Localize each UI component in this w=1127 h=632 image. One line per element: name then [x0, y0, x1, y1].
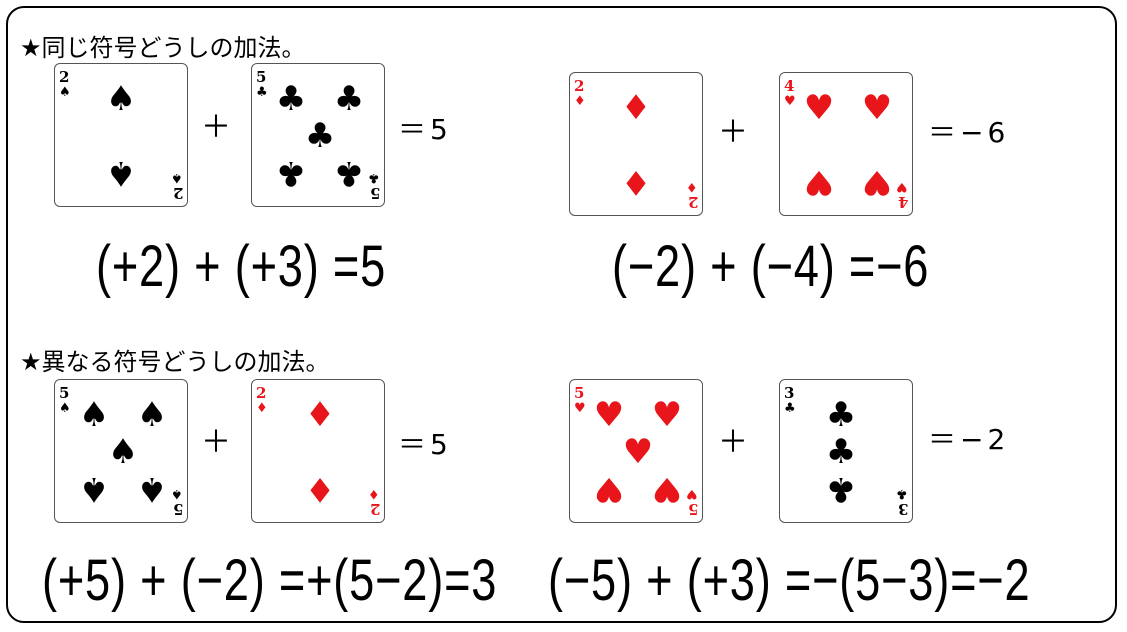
diamond-icon: ♦ [256, 401, 268, 416]
plus-sign: ＋ [201, 110, 231, 145]
equation-text: (+5) + (−2) =+(5−2)=3 [42, 548, 498, 613]
playing-card-5-hearts: 5 ♥ ♥ ♥ ♥ ♥ ♥ ♥ 5 [569, 379, 703, 523]
heart-icon: ♥ [593, 395, 625, 435]
result-text: ＝−2 [928, 423, 1010, 456]
section2-heading: ★異なる符号どうしの加法。 [20, 348, 330, 376]
club-icon: ♣ [333, 79, 365, 119]
plus-sign: ＋ [201, 425, 231, 460]
spade-icon: ♠ [136, 469, 168, 509]
playing-card-2-spades: 2 ♠ ♠ ♠ ♠ 2 [54, 63, 188, 207]
card-rank: 2 [369, 500, 380, 518]
plus-sign: ＋ [718, 425, 748, 460]
playing-card-5-clubs: 5 ♣ ♣ ♣ ♣ ♣ ♣ ♣ 5 [251, 63, 385, 207]
result-text: ＝5 [398, 113, 452, 146]
heart-icon: ♥ [803, 88, 835, 128]
spade-icon: ♠ [78, 469, 110, 509]
diamond-icon: ♦ [620, 88, 652, 128]
playing-card-3-clubs: 3 ♣ ♣ ♣ ♣ ♣ 3 [779, 379, 913, 523]
playing-card-2-diamonds: 2 ♦ ♦ ♦ ♦ 2 [569, 72, 703, 216]
heart-icon: ♥ [686, 486, 698, 501]
heart-icon: ♥ [651, 469, 683, 509]
heart-icon: ♥ [861, 88, 893, 128]
equation-text: (−5) + (+3) =−(5−3)=−2 [548, 548, 1031, 613]
heart-icon: ♥ [651, 395, 683, 435]
playing-card-2-diamonds: 2 ♦ ♦ ♦ ♦ 2 [251, 379, 385, 523]
spade-icon: ♠ [105, 79, 137, 119]
spade-icon: ♠ [136, 395, 168, 435]
plus-sign: ＋ [718, 115, 748, 150]
club-icon: ♣ [333, 153, 365, 193]
equation-text: (+2) + (+3) =5 [96, 234, 387, 299]
diamond-icon: ♦ [304, 395, 336, 435]
card-rank: 3 [784, 384, 795, 402]
diamond-icon: ♦ [686, 179, 698, 194]
heart-icon: ♥ [896, 179, 908, 194]
equation-text: (−2) + (−4) =−6 [612, 234, 930, 299]
card-rank: 5 [256, 68, 267, 86]
club-icon: ♣ [275, 79, 307, 119]
club-icon: ♣ [825, 469, 857, 509]
club-icon: ♣ [256, 85, 268, 100]
spade-icon: ♠ [105, 153, 137, 193]
playing-card-5-spades: 5 ♠ ♠ ♠ ♠ ♠ ♠ ♠ 5 [54, 379, 188, 523]
content-frame [6, 6, 1117, 623]
club-icon: ♣ [275, 153, 307, 193]
card-rank: 3 [897, 500, 908, 518]
playing-card-4-hearts: 4 ♥ ♥ ♥ ♥ ♥ ♥ 4 [779, 72, 913, 216]
club-icon: ♣ [825, 395, 857, 435]
card-rank: 4 [897, 193, 908, 211]
club-icon: ♣ [896, 486, 908, 501]
club-icon: ♣ [368, 170, 380, 185]
card-rank: 5 [687, 500, 698, 518]
card-rank: 5 [172, 500, 183, 518]
result-text: ＝5 [398, 428, 452, 461]
section1-heading: ★同じ符号どうしの加法。 [20, 34, 306, 62]
card-rank: 5 [59, 384, 70, 402]
result-text: ＝−6 [928, 116, 1010, 149]
spade-icon: ♠ [171, 170, 183, 185]
card-rank: 2 [687, 193, 698, 211]
club-icon: ♣ [784, 401, 796, 416]
diamond-icon: ♦ [368, 486, 380, 501]
heart-icon: ♥ [784, 94, 796, 109]
heart-icon: ♥ [593, 469, 625, 509]
card-rank: 2 [256, 384, 267, 402]
spade-icon: ♠ [107, 432, 139, 472]
heart-icon: ♥ [622, 432, 654, 472]
card-rank: 2 [574, 77, 585, 95]
spade-icon: ♠ [59, 85, 71, 100]
card-rank: 2 [59, 68, 70, 86]
card-rank: 4 [784, 77, 795, 95]
diamond-icon: ♦ [574, 94, 586, 109]
club-icon: ♣ [825, 432, 857, 472]
club-icon: ♣ [304, 116, 336, 156]
card-rank: 5 [369, 184, 380, 202]
diamond-icon: ♦ [304, 469, 336, 509]
spade-icon: ♠ [78, 395, 110, 435]
card-rank: 5 [574, 384, 585, 402]
spade-icon: ♠ [171, 486, 183, 501]
diamond-icon: ♦ [620, 162, 652, 202]
heart-icon: ♥ [861, 162, 893, 202]
heart-icon: ♥ [574, 401, 586, 416]
heart-icon: ♥ [803, 162, 835, 202]
spade-icon: ♠ [59, 401, 71, 416]
card-rank: 2 [172, 184, 183, 202]
